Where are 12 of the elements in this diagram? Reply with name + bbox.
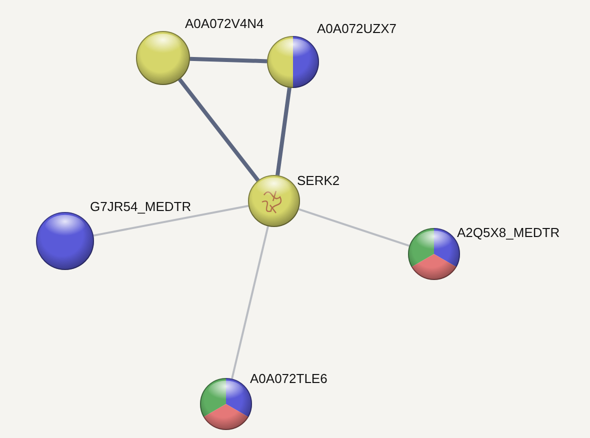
interaction-line [93, 204, 249, 237]
interaction-line [276, 87, 292, 176]
node-label: SERK2 [297, 173, 340, 188]
interaction-line [190, 56, 268, 64]
node-label: A0A072UZX7 [317, 21, 396, 36]
node-label: A2Q5X8_MEDTR [457, 225, 560, 240]
node-label: A0A072V4N4 [185, 16, 264, 31]
interaction-line [298, 208, 410, 247]
interaction-line [231, 226, 269, 379]
node-label: G7JR54_MEDTR [90, 199, 192, 214]
node-label: A0A072TLE6 [250, 371, 328, 386]
interaction-line [178, 78, 260, 182]
